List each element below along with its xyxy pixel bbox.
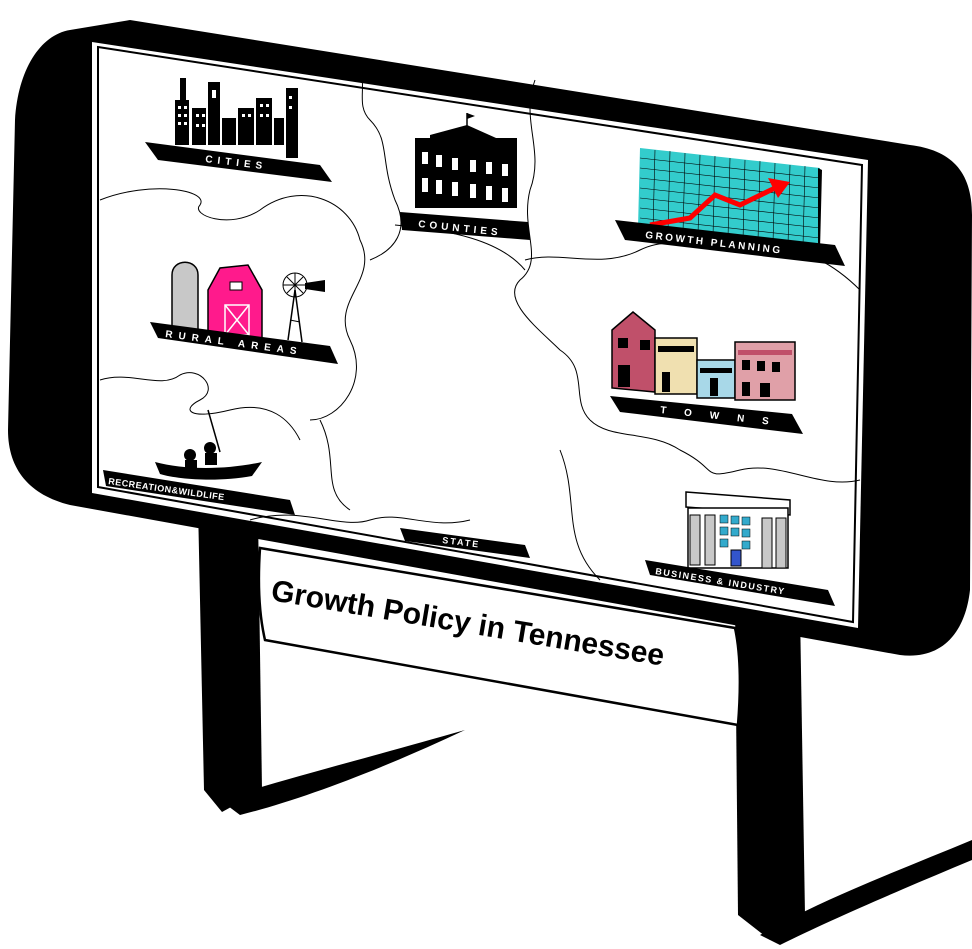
state-banner (400, 528, 530, 558)
right-post (735, 600, 972, 945)
rural-areas-banner (150, 322, 338, 364)
tile-counties[interactable]: COUNTIES (400, 113, 530, 240)
state-label: STATE (442, 535, 481, 550)
billboard-frame (8, 20, 972, 656)
counties-banner (400, 212, 530, 240)
skyline-icon (175, 78, 298, 158)
towns-banner (610, 396, 803, 434)
farm-icon (171, 261, 325, 343)
storefronts-icon (611, 311, 796, 401)
tile-state[interactable]: STATE (400, 528, 530, 558)
tile-growth-planning[interactable]: GROWTH PLANNING (615, 148, 845, 266)
business-banner (645, 560, 835, 606)
growth-planning-banner (615, 220, 845, 266)
chart-icon (638, 148, 822, 250)
office-building-icon (685, 491, 791, 569)
cities-banner (145, 142, 332, 182)
courthouse-icon (415, 113, 517, 208)
fishing-boat-icon (155, 409, 262, 480)
tile-cities[interactable]: CITIES (145, 78, 332, 182)
recreation-banner (103, 470, 295, 515)
left-post (198, 505, 465, 815)
